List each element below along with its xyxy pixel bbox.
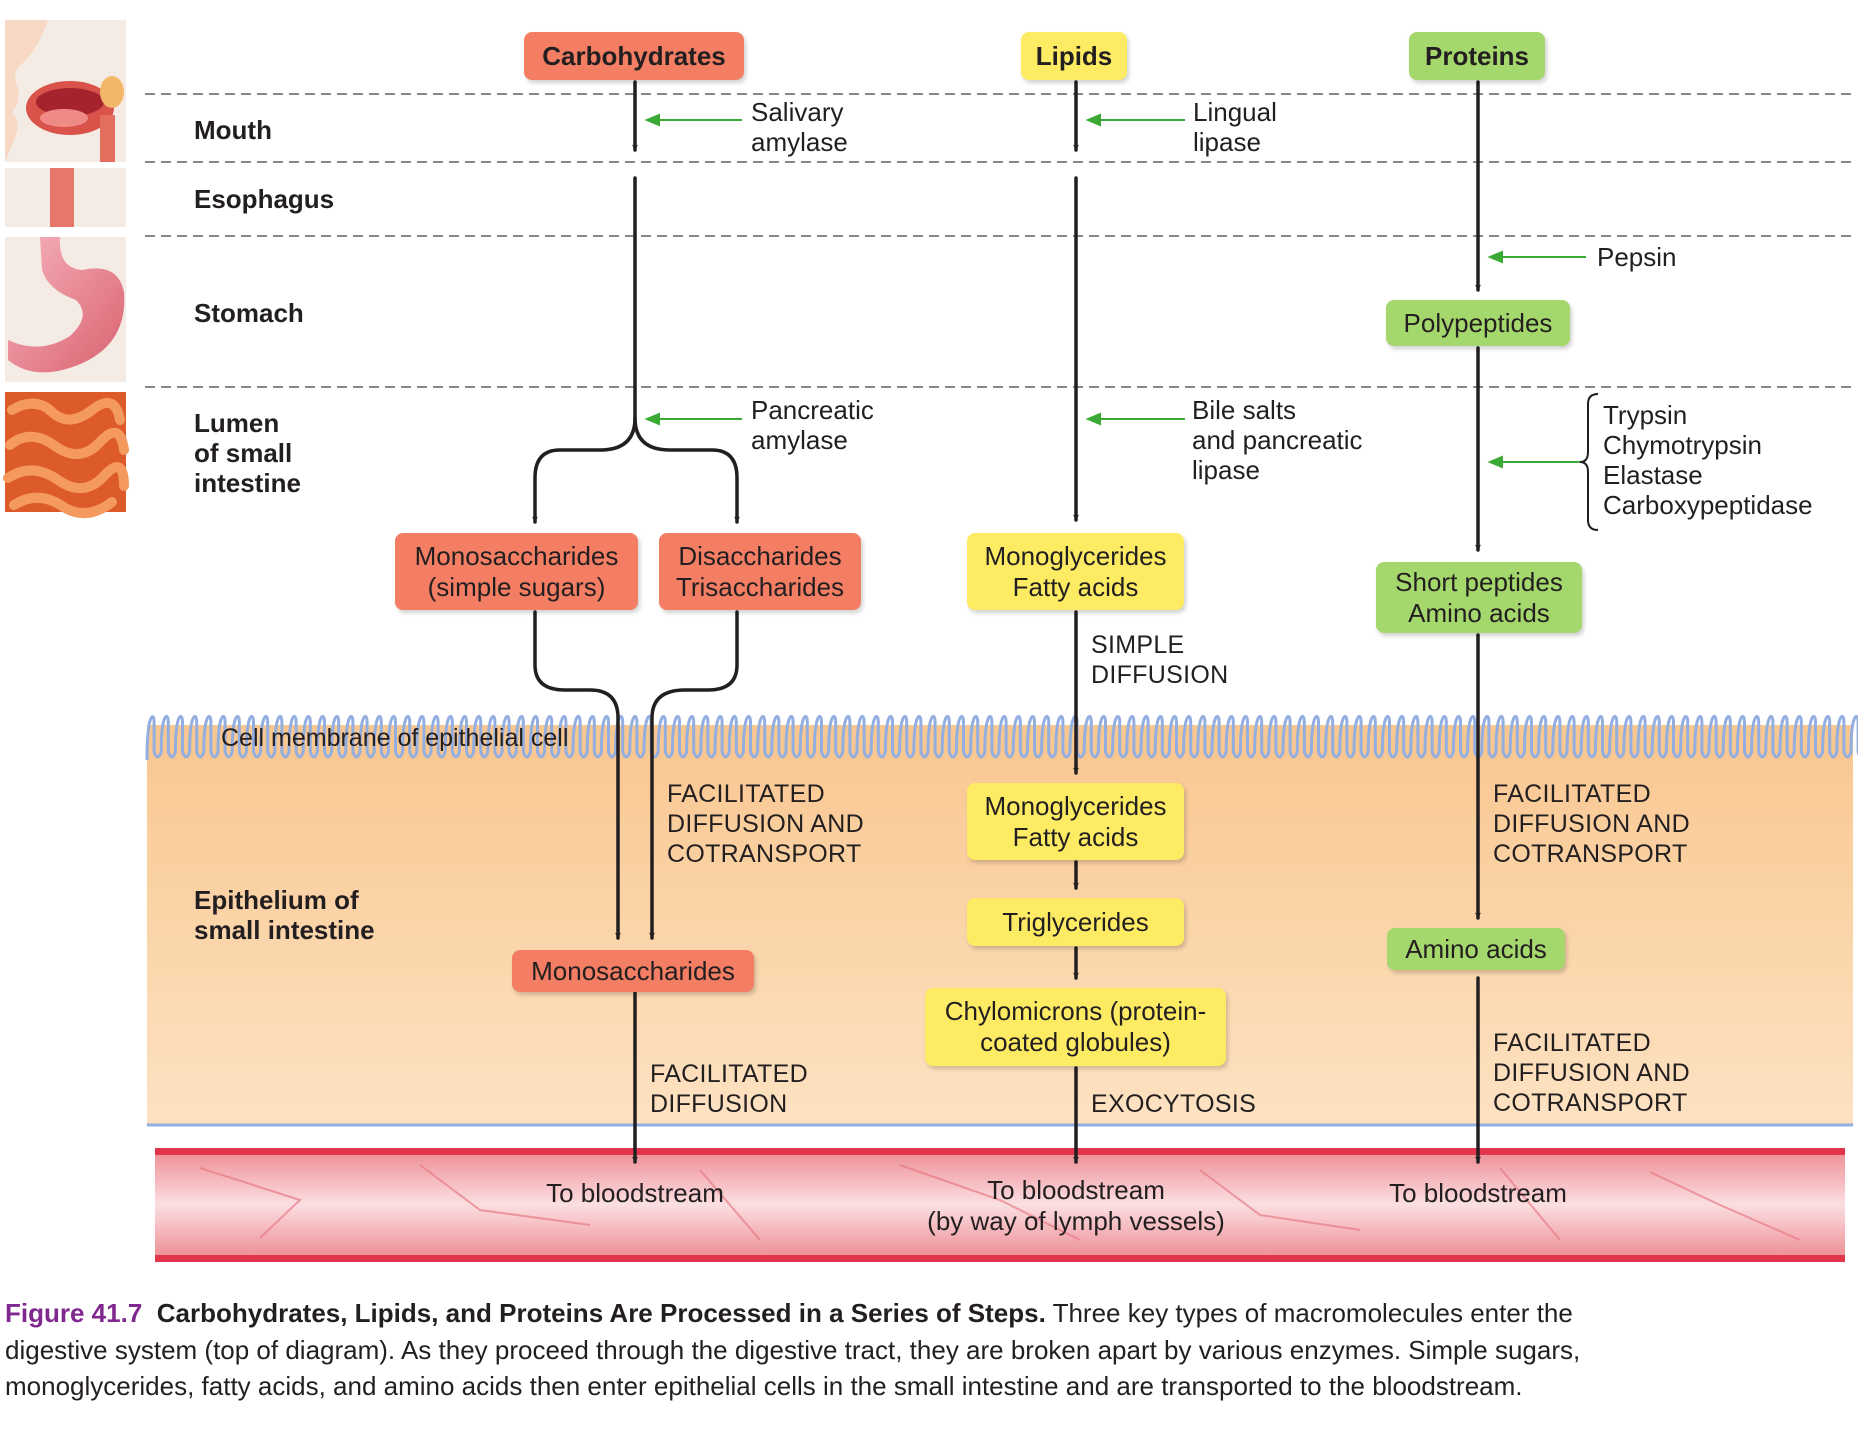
monoglycerides-lumen-line-1: Monoglycerides [984, 540, 1167, 571]
polypeptides-box: Polypeptides [1386, 300, 1570, 346]
protein-facilitated-cotransport-label-2: FACILITATED DIFFUSION AND COTRANSPORT [1493, 1028, 1690, 1118]
lumen-line-3: intestine [194, 468, 301, 498]
protein-fdc2-line-3: COTRANSPORT [1493, 1089, 1688, 1117]
bile-salts-label: Bile salts and pancreatic lipase [1192, 395, 1363, 485]
bloodstream-label-proteins: To bloodstream [1389, 1178, 1567, 1208]
region-dividers [145, 93, 1852, 388]
chylomicrons-line-2: coated globules) [980, 1027, 1171, 1057]
pancreatic-amylase-label: Pancreatic amylase [751, 395, 874, 455]
lumen-line-2: of small [194, 438, 293, 468]
short-peptides-box: Short peptides Amino acids [1376, 562, 1582, 633]
carb-facilitated-cotransport-label: FACILITATED DIFFUSION AND COTRANSPORT [667, 779, 864, 869]
trypsin-label: Trypsin [1603, 400, 1688, 430]
lingual-lipase-label: Lingual lipase [1193, 97, 1277, 157]
elastase-label: Elastase [1603, 460, 1703, 490]
chylomicrons-box: Chylomicrons (protein- coated globules) [925, 988, 1226, 1066]
monoglycerides-lumen-box: Monoglycerides Fatty acids [967, 533, 1184, 610]
enzyme-bracket [1579, 393, 1599, 531]
bloodstream-label-lipids: To bloodstream (by way of lymph vessels) [900, 1175, 1252, 1237]
carboxypeptidase-label: Carboxypeptidase [1603, 490, 1813, 520]
protein-fdc1-line-2: DIFFUSION AND [1493, 810, 1690, 838]
exocytosis-label: EXOCYTOSIS [1091, 1090, 1257, 1118]
mouth-illustration [5, 20, 126, 162]
monoglycerides-cell-line-1: Monoglycerides [984, 790, 1167, 821]
epithelium-line-2: small intestine [194, 915, 375, 945]
bloodstream-label-carbs: To bloodstream [546, 1178, 724, 1208]
amino-acids-box: Amino acids [1387, 928, 1565, 970]
lipids-header: Lipids [1021, 32, 1127, 80]
carb-facilitated-diffusion-label: FACILITATED DIFFUSION [650, 1059, 808, 1119]
protein-facilitated-cotransport-label-1: FACILITATED DIFFUSION AND COTRANSPORT [1493, 779, 1690, 869]
carb-fdc-line-3: COTRANSPORT [667, 840, 862, 868]
figure-caption: Figure 41.7 Carbohydrates, Lipids, and P… [5, 1295, 1605, 1405]
monosaccharides-lumen-line-1: Monosaccharides [414, 540, 619, 571]
short-peptides-line-2: Amino acids [1408, 597, 1550, 628]
pancreatic-amylase-line-1: Pancreatic [751, 395, 874, 425]
region-label-lumen: Lumen of small intestine [194, 408, 301, 498]
bloodstream-lipids-line-2: (by way of lymph vessels) [927, 1206, 1225, 1236]
chymotrypsin-label: Chymotrypsin [1603, 430, 1762, 460]
disaccharides-box: Disaccharides Trisaccharides [659, 533, 861, 610]
protein-enzymes-label: Trypsin Chymotrypsin Elastase Carboxypep… [1603, 400, 1813, 520]
salivary-amylase-line-2: amylase [751, 127, 848, 157]
region-label-esophagus: Esophagus [194, 184, 335, 214]
carb-fdc-line-1: FACILITATED [667, 780, 825, 808]
triglycerides-box: Triglycerides [967, 898, 1184, 946]
simple-diffusion-line-2: DIFFUSION [1091, 661, 1229, 689]
region-label-stomach: Stomach [194, 298, 304, 328]
cell-membrane-label: Cell membrane of epithelial cell [221, 724, 569, 752]
carb-fd-line-2: DIFFUSION [650, 1090, 788, 1118]
carb-fd-line-1: FACILITATED [650, 1060, 808, 1088]
pepsin-label: Pepsin [1597, 242, 1677, 272]
protein-fdc1-line-3: COTRANSPORT [1493, 840, 1688, 868]
monoglycerides-cell-box: Monoglycerides Fatty acids [967, 783, 1184, 860]
proteins-header: Proteins [1409, 32, 1545, 80]
figure-number: Figure 41.7 [5, 1298, 143, 1328]
cell-membrane [145, 715, 1858, 761]
monoglycerides-cell-line-2: Fatty acids [1012, 821, 1139, 852]
region-label-epithelium: Epithelium of small intestine [194, 885, 375, 945]
simple-diffusion-label: SIMPLE DIFFUSION [1091, 630, 1228, 690]
disaccharides-line-2: Trisaccharides [675, 571, 845, 602]
disaccharides-line-1: Disaccharides [678, 540, 842, 571]
intestine-illustration [3, 392, 129, 518]
stomach-illustration [5, 237, 126, 382]
bloodstream-lipids-line-1: To bloodstream [987, 1175, 1165, 1205]
bile-salts-line-1: Bile salts [1192, 395, 1297, 425]
lumen-line-1: Lumen [194, 408, 280, 438]
monosaccharides-cell-box: Monosaccharides [512, 950, 754, 992]
carb-fdc-line-2: DIFFUSION AND [667, 810, 864, 838]
bile-salts-line-2: and pancreatic [1192, 425, 1363, 455]
region-label-mouth: Mouth [194, 115, 272, 145]
figure-caption-body: Three key types of macromolecules enter … [5, 1298, 1581, 1401]
simple-diffusion-line-1: SIMPLE [1091, 631, 1185, 659]
chylomicrons-line-1: Chylomicrons (protein- [944, 996, 1207, 1026]
monosaccharides-lumen-box: Monosaccharides (simple sugars) [395, 533, 638, 610]
esophagus-illustration [5, 168, 126, 227]
lingual-lipase-line-2: lipase [1193, 127, 1261, 157]
protein-fdc2-line-1: FACILITATED [1493, 1029, 1651, 1057]
epithelium-line-1: Epithelium of [194, 885, 359, 915]
salivary-amylase-label: Salivary amylase [751, 97, 848, 157]
monoglycerides-lumen-line-2: Fatty acids [1012, 571, 1139, 602]
monosaccharides-lumen-line-2: (simple sugars) [427, 571, 606, 602]
protein-fdc1-line-1: FACILITATED [1493, 780, 1651, 808]
protein-fdc2-line-2: DIFFUSION AND [1493, 1059, 1690, 1087]
blood-vessel [155, 1148, 1845, 1262]
carbohydrates-header: Carbohydrates [524, 32, 744, 80]
lingual-lipase-line-1: Lingual [1193, 97, 1277, 127]
short-peptides-line-1: Short peptides [1395, 566, 1563, 597]
enzyme-arrows [644, 113, 1586, 469]
flow-arrows [532, 80, 1481, 1164]
salivary-amylase-line-1: Salivary [751, 97, 844, 127]
figure-title: Carbohydrates, Lipids, and Proteins Are … [156, 1298, 1046, 1328]
pancreatic-amylase-line-2: amylase [751, 425, 848, 455]
bile-salts-line-3: lipase [1192, 455, 1260, 485]
